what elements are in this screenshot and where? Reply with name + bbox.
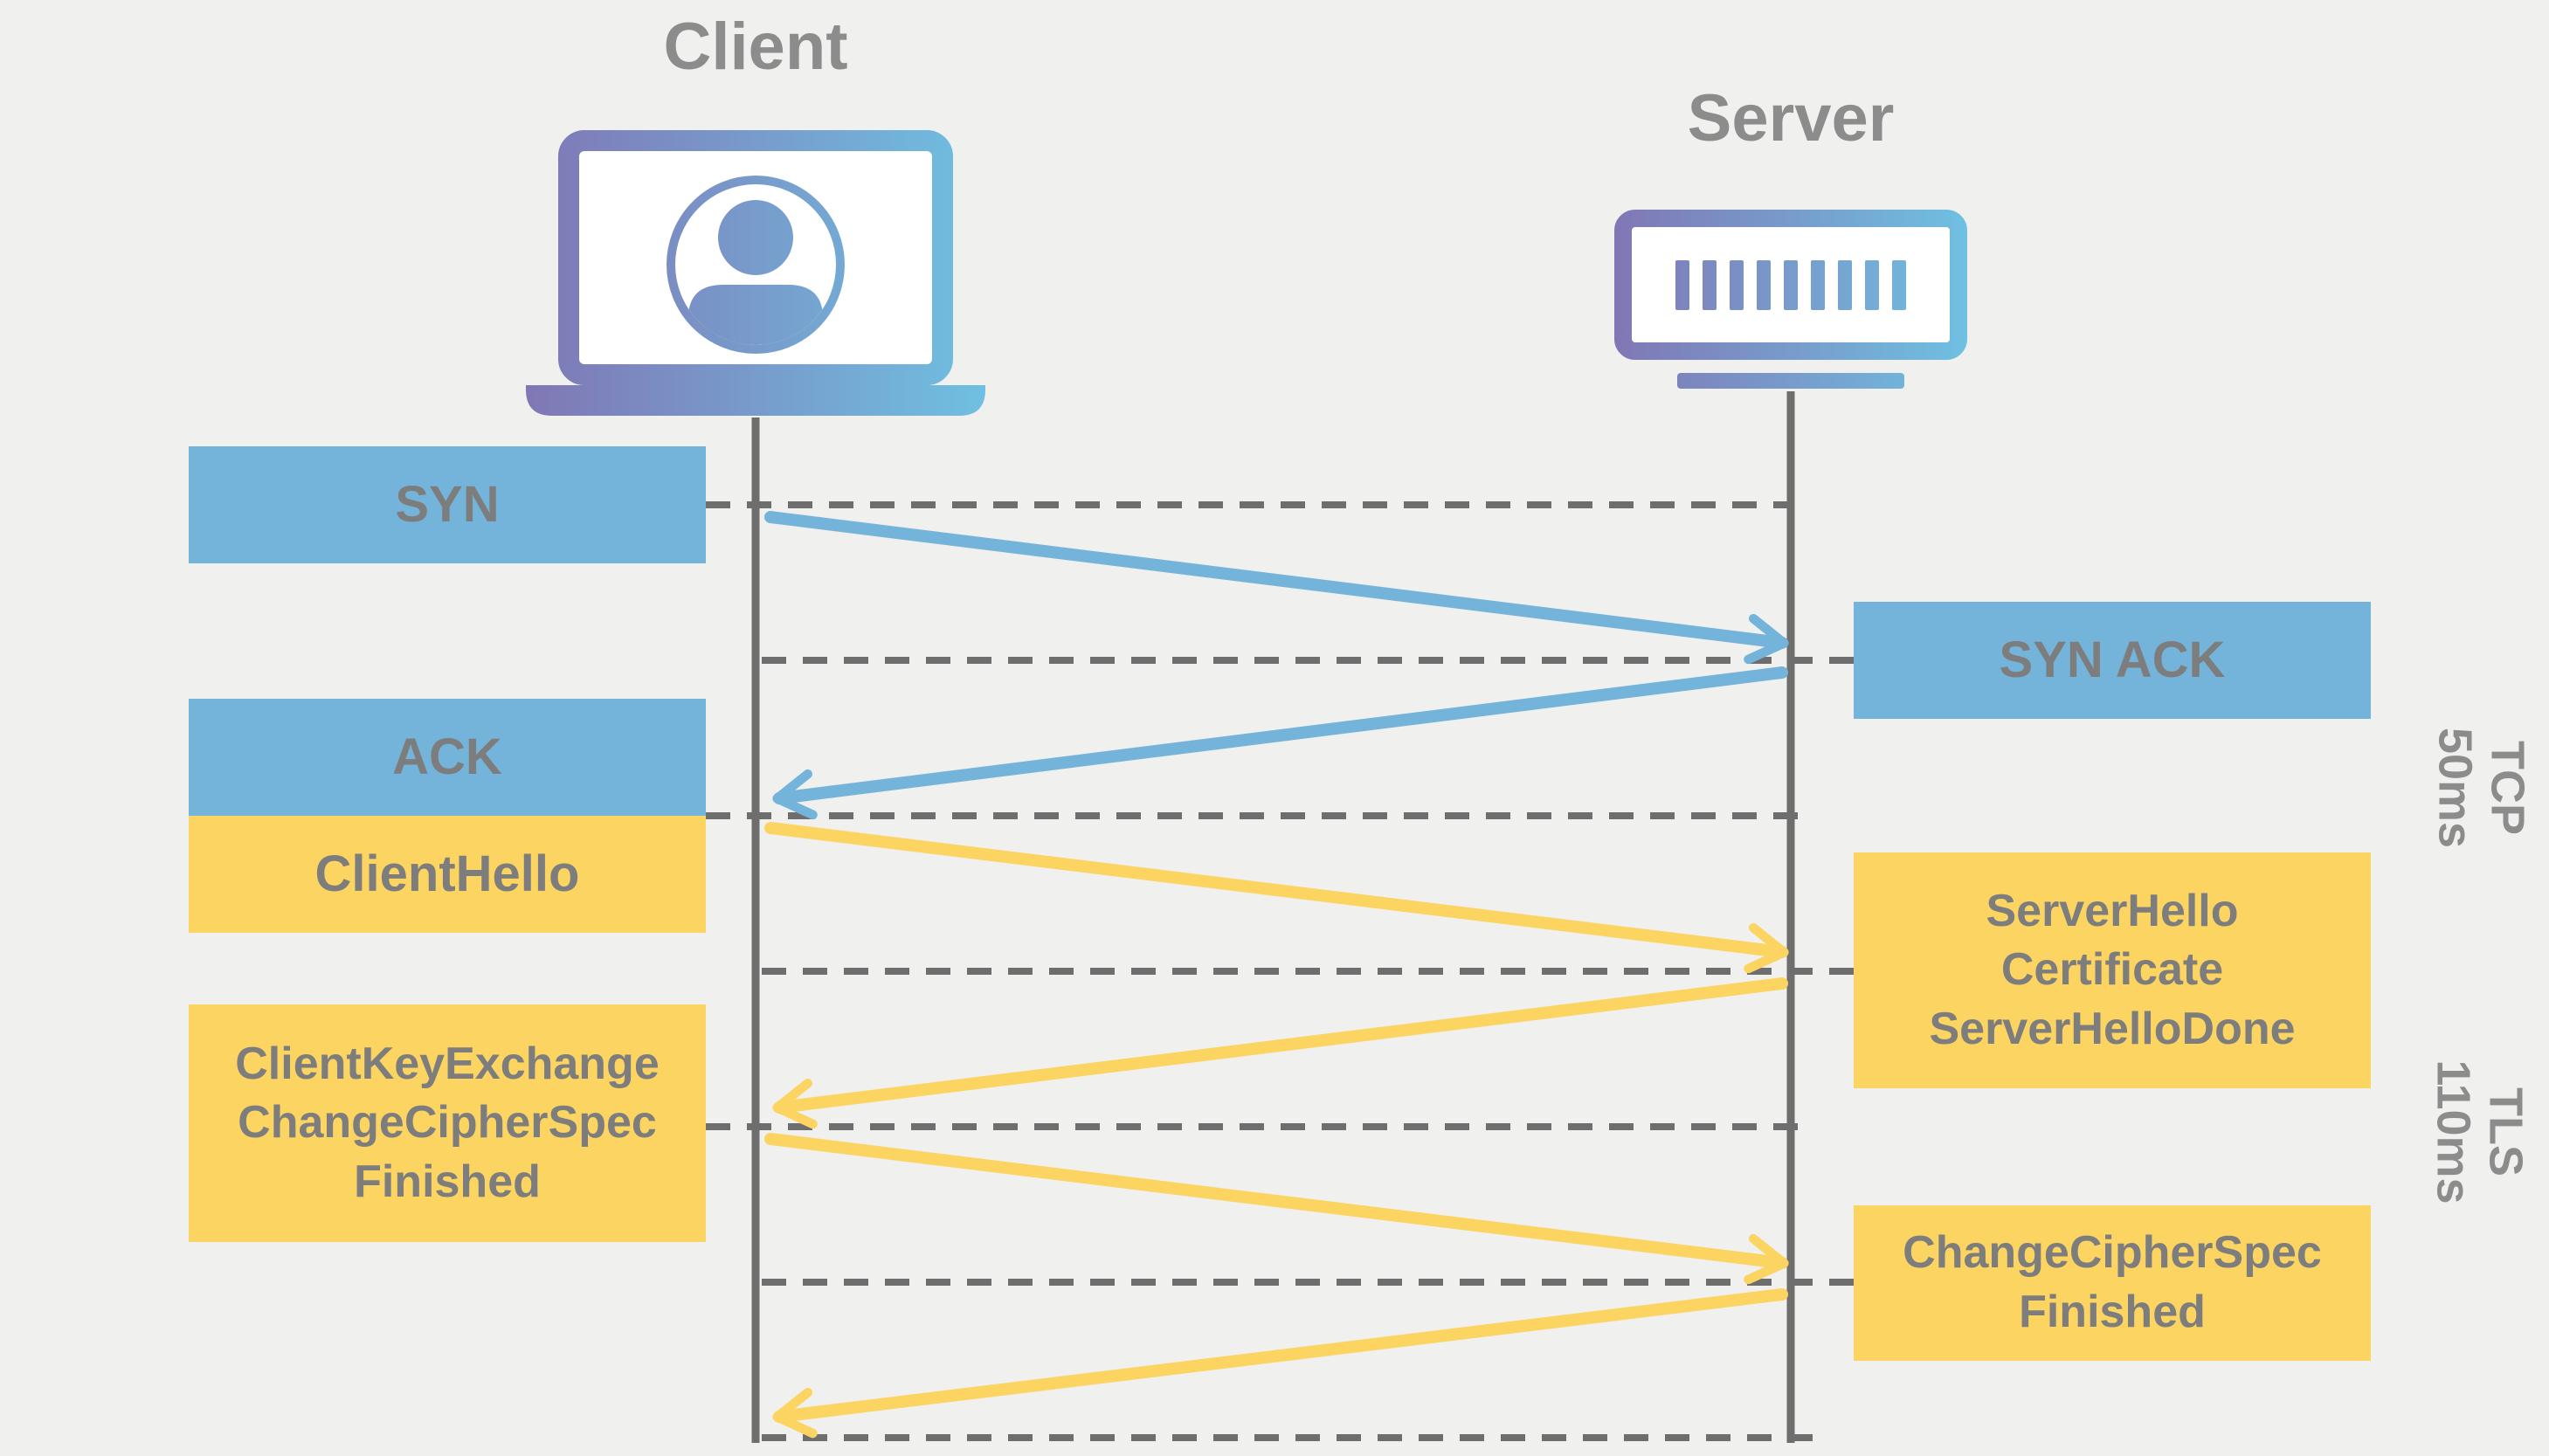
arrow-changecipherspec — [772, 1288, 1788, 1439]
message-box-syn-ack: SYN ACK — [1854, 602, 2371, 719]
message-label: ClientHello — [314, 845, 580, 902]
arrow-syn-ack — [772, 666, 1788, 820]
message-label: Certificate — [2000, 944, 2224, 996]
message-label: ClientKeyExchange — [235, 1038, 660, 1089]
message-box-serverhello: ServerHello Certificate ServerHelloDone — [1854, 852, 2371, 1088]
phase-name: TLS — [2479, 1087, 2532, 1177]
message-label: Finished — [2019, 1287, 2206, 1337]
phase-duration: 110ms — [2427, 1059, 2479, 1204]
user-avatar-icon — [667, 176, 845, 354]
message-box-clienthello: ClientHello — [189, 816, 706, 933]
arrow-ack-clienthello — [764, 822, 1789, 974]
arrow-clientkeyexchange — [764, 1133, 1789, 1285]
message-label: ServerHello — [1986, 885, 2239, 936]
message-label: ServerHelloDone — [1929, 1003, 2296, 1054]
message-label: SYN ACK — [1999, 631, 2226, 688]
server-slots-icon — [1675, 260, 1906, 310]
client-title: Client — [663, 10, 848, 84]
laptop-user-icon — [526, 130, 985, 416]
message-label: ACK — [392, 728, 502, 785]
phase-name: TCP — [2481, 741, 2534, 835]
message-box-ack: ACK — [189, 699, 706, 816]
message-box-clientkeyexchange: ClientKeyExchange ChangeCipherSpec Finis… — [189, 1004, 706, 1242]
server-title: Server — [1687, 81, 1895, 155]
arrow-serverhello — [772, 977, 1788, 1129]
phase-label-tcp: TCP 50ms — [2428, 727, 2534, 849]
phase-duration: 50ms — [2428, 727, 2481, 849]
message-label: SYN — [395, 475, 500, 533]
arrow-syn — [764, 511, 1789, 665]
phase-label-tls: TLS 110ms — [2427, 1059, 2532, 1204]
message-label: ChangeCipherSpec — [238, 1097, 657, 1149]
message-label: ChangeCipherSpec — [1903, 1227, 2322, 1279]
message-box-changecipherspec: ChangeCipherSpec Finished — [1854, 1205, 2371, 1361]
message-label: Finished — [354, 1156, 541, 1207]
server-icon — [1614, 210, 1967, 389]
message-box-syn: SYN — [189, 446, 706, 563]
